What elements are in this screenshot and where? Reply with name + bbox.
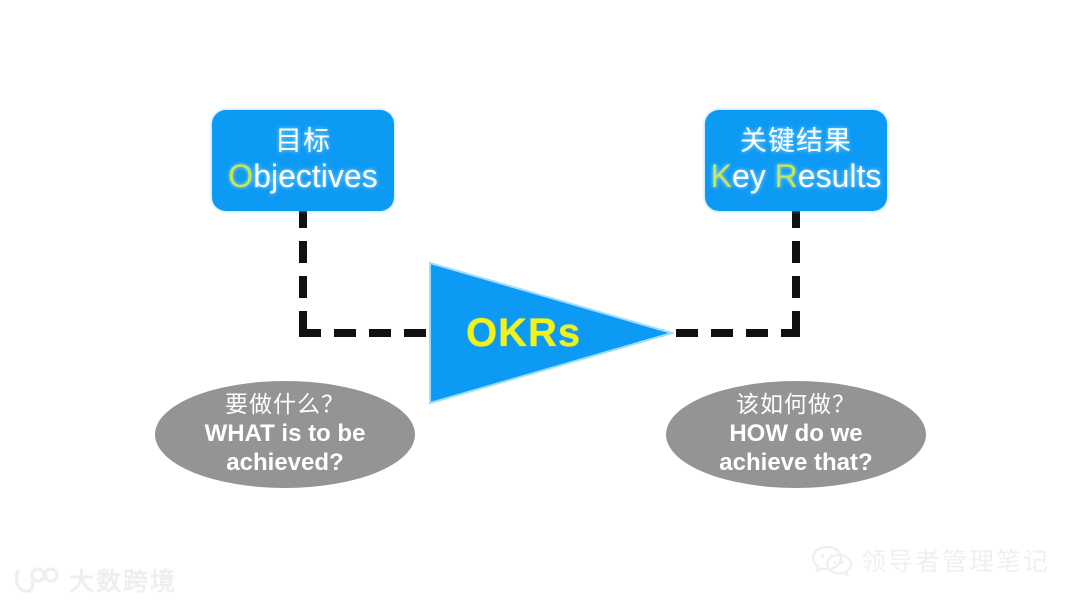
node-key-results-en-ey: ey xyxy=(731,158,775,195)
ellipse-what[interactable]: 要做什么？ WHAT is to be achieved? xyxy=(155,381,415,488)
watermark-left: 大数跨境 xyxy=(14,562,177,598)
node-objectives[interactable]: 目标 Objectives xyxy=(212,110,394,211)
center-triangle-label: OKRs xyxy=(466,311,582,355)
center-triangle-shape xyxy=(429,262,674,405)
dashu-logo-icon xyxy=(14,567,59,593)
node-objectives-en-rest: bjectives xyxy=(253,158,378,195)
ellipse-how-cn-label: 该如何做？ xyxy=(736,391,856,418)
watermark-left-label: 大数跨境 xyxy=(69,568,178,596)
watermark-right: 领导者管理笔记 xyxy=(812,542,1050,578)
ellipse-what-en-line1: WHAT is to be xyxy=(204,420,366,447)
ellipse-what-cn-label: 要做什么？ xyxy=(225,391,345,418)
ellipse-how-en-line2: achieve that? xyxy=(719,448,873,476)
node-key-results-en-esults: esults xyxy=(797,158,882,195)
node-key-results-cn-label: 关键结果 xyxy=(740,125,852,156)
center-triangle[interactable] xyxy=(428,262,674,405)
node-key-results-en-initial-k: K xyxy=(710,158,732,195)
node-objectives-en-label: Objectives xyxy=(228,158,378,195)
node-key-results[interactable]: 关键结果 Key Results xyxy=(705,110,887,211)
ellipse-what-en-line2: achieved? xyxy=(226,448,344,476)
node-key-results-en-initial-r: R xyxy=(774,158,798,195)
wechat-icon xyxy=(812,545,852,576)
ellipse-how[interactable]: 该如何做？ HOW do we achieve that? xyxy=(666,381,926,488)
ellipse-how-en-line1: HOW do we xyxy=(729,420,863,447)
watermark-right-label: 领导者管理笔记 xyxy=(861,548,1051,576)
node-key-results-en-label: Key Results xyxy=(710,158,882,195)
node-objectives-cn-label: 目标 xyxy=(275,125,331,156)
node-objectives-en-initial: O xyxy=(228,158,254,195)
